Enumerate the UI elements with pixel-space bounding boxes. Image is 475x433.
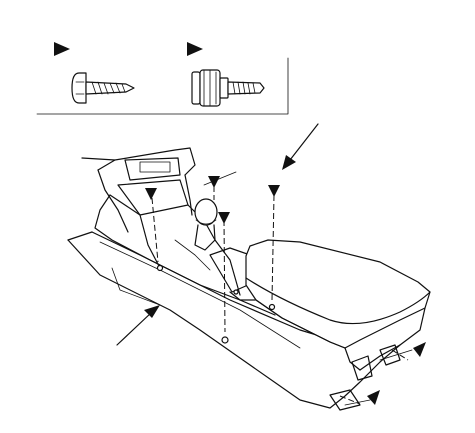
- leader-arrows: [116, 123, 319, 346]
- fastener-point: [233, 289, 239, 295]
- flange-bolt-icon: [191, 69, 265, 107]
- legend-triangle-marker-2: [187, 42, 203, 56]
- callout-triangle-marker-2: [208, 176, 220, 188]
- fastener-point: [268, 303, 276, 311]
- fastener-point: [156, 264, 164, 272]
- callout-triangle-marker-6: [367, 390, 380, 405]
- callout-triangle-marker-5: [413, 342, 426, 357]
- legend-frame: [36, 57, 289, 115]
- callout-triangle-marker-1: [145, 188, 157, 200]
- rear-bracket: [329, 389, 361, 411]
- tapping-screw-icon: [71, 72, 135, 104]
- center-console-assembly: [67, 147, 431, 411]
- callout-markers: [145, 176, 426, 405]
- shift-knob: [194, 198, 218, 226]
- fastener-point: [221, 336, 229, 344]
- callout-triangle-marker-4: [268, 185, 280, 197]
- fastener-guides: [151, 186, 409, 405]
- callout-triangle-marker-3: [218, 212, 230, 224]
- fastener-legend: [36, 42, 289, 115]
- part-leaders: [203, 171, 413, 406]
- legend-triangle-marker-1: [54, 42, 70, 56]
